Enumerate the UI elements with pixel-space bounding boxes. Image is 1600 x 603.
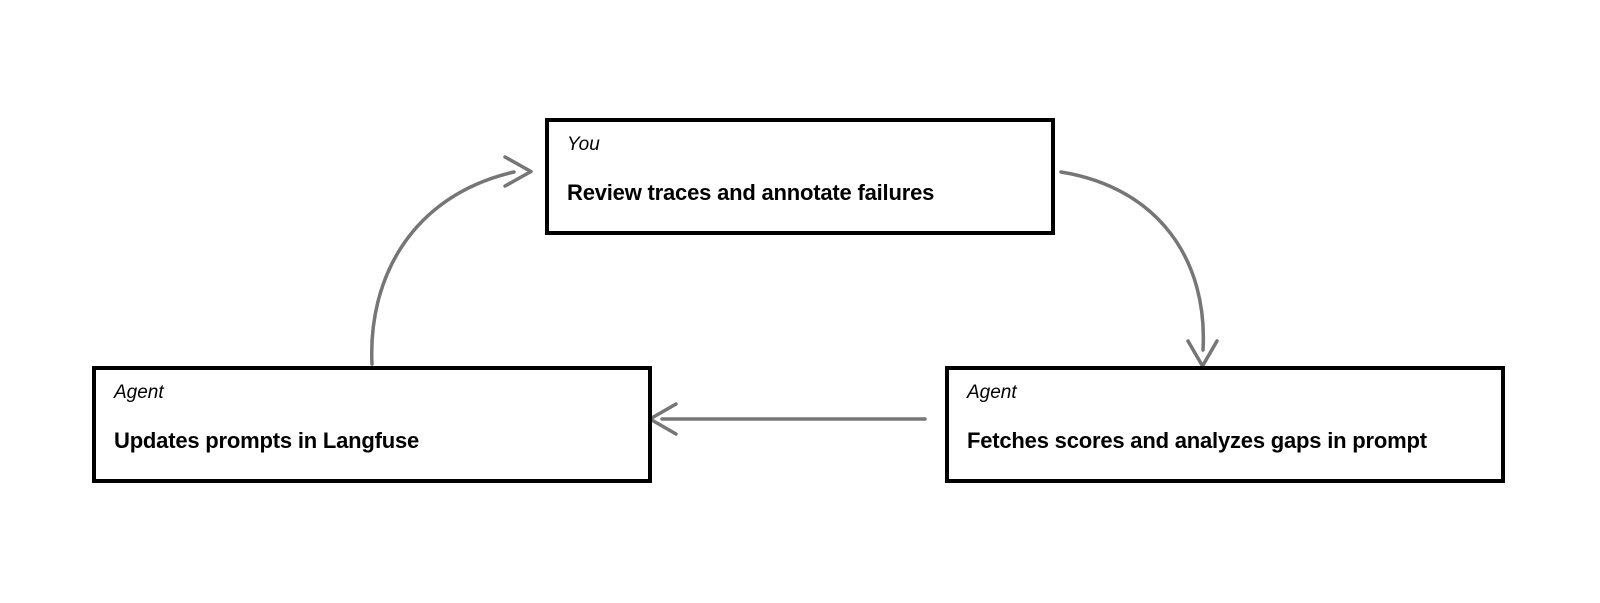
node-title-label: Updates prompts in Langfuse — [114, 428, 420, 453]
node-you-review[interactable]: You Review traces and annotate failures — [545, 118, 1055, 235]
node-title-label: Review traces and annotate failures — [567, 180, 935, 205]
node-role-label: Agent — [967, 382, 1017, 403]
arrow-fetch-to-update — [648, 402, 927, 436]
arrow-you-to-fetch — [1059, 170, 1219, 368]
node-role-label: You — [567, 134, 600, 155]
node-agent-updates-prompts[interactable]: Agent Updates prompts in Langfuse — [92, 366, 652, 483]
arrow-update-to-you — [370, 155, 533, 366]
node-role-label: Agent — [114, 382, 164, 403]
node-agent-fetches-scores[interactable]: Agent Fetches scores and analyzes gaps i… — [945, 366, 1505, 483]
node-title-label: Fetches scores and analyzes gaps in prom… — [967, 428, 1427, 453]
